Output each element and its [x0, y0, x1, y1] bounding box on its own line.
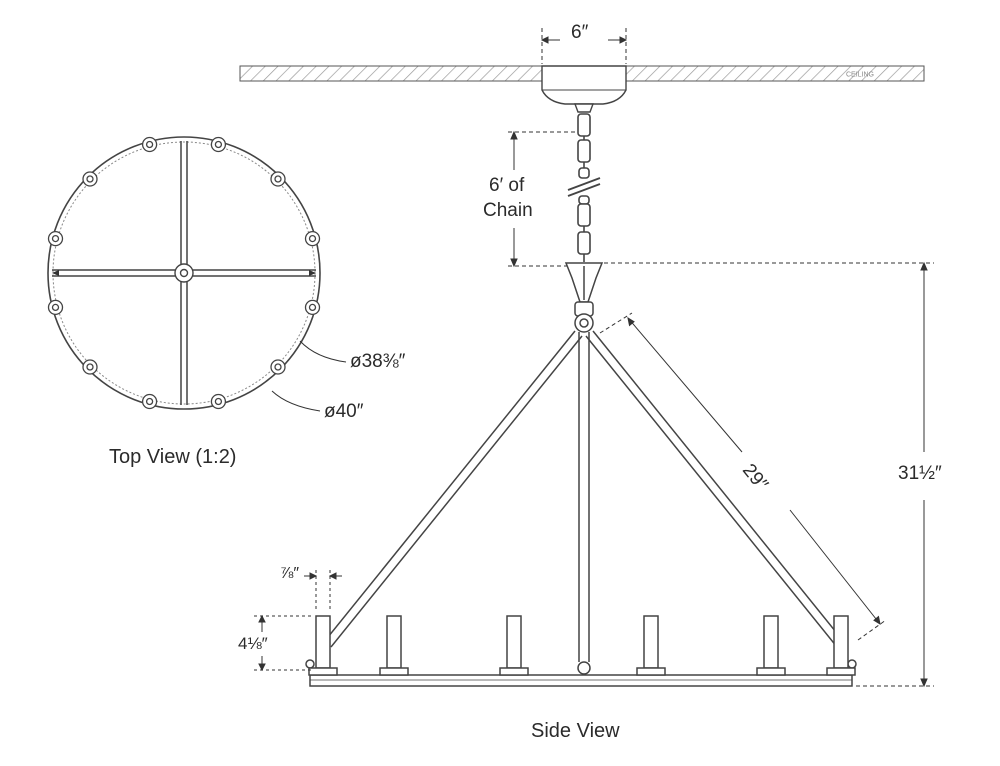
- hub: [564, 262, 604, 333]
- outer-diameter-label: ø40″: [324, 401, 364, 422]
- top-view-outer-ring: [47, 136, 321, 410]
- chain-length-label-line1: 6′ of: [489, 175, 525, 196]
- candle-cup: [210, 136, 227, 153]
- canopy-width-label: 6″: [571, 22, 589, 43]
- diameter-leaders: [271, 340, 347, 412]
- candle-cup: [82, 359, 98, 375]
- top-view: [47, 136, 321, 410]
- candle-cup: [82, 171, 98, 187]
- candle: [308, 615, 338, 676]
- candle-cup: [141, 393, 158, 410]
- candle-width-dimension: [304, 570, 342, 612]
- candle: [379, 615, 409, 676]
- candle-cup: [210, 393, 227, 410]
- candle-row: [308, 615, 856, 676]
- candle-height-dimension: [254, 614, 314, 672]
- candle-cup: [47, 230, 64, 247]
- candle-width-label: ⅞″: [280, 565, 300, 582]
- arms: [323, 330, 845, 675]
- top-view-caption: Top View (1:2): [109, 446, 237, 468]
- overall-height-dimension: [604, 261, 934, 688]
- top-view-hub: [174, 263, 194, 283]
- candle-height-label: 4⅛″: [238, 634, 268, 653]
- candle-cup: [304, 230, 321, 247]
- candle-cup: [141, 136, 158, 153]
- top-view-candle-cups: [47, 136, 321, 410]
- candle-cup: [47, 299, 64, 316]
- candle-cup: [270, 359, 286, 375]
- ceiling-label: CEILING: [846, 72, 874, 79]
- canopy-width-dimension: [540, 28, 628, 64]
- candle-cup: [270, 171, 286, 187]
- canopy: [541, 65, 627, 113]
- candle: [756, 615, 786, 676]
- chain-length-dimension: [508, 130, 576, 268]
- arm-length-dimension: [599, 312, 887, 641]
- candle: [499, 615, 529, 676]
- chain-length-label-line2: Chain: [483, 200, 533, 221]
- candle: [826, 615, 856, 676]
- chain: [567, 113, 601, 262]
- candle-cup: [304, 299, 321, 316]
- overall-height-label: 31½″: [898, 463, 942, 484]
- candle: [636, 615, 666, 676]
- side-view-caption: Side View: [531, 720, 620, 742]
- inner-diameter-label: ø38⅜″: [350, 351, 406, 372]
